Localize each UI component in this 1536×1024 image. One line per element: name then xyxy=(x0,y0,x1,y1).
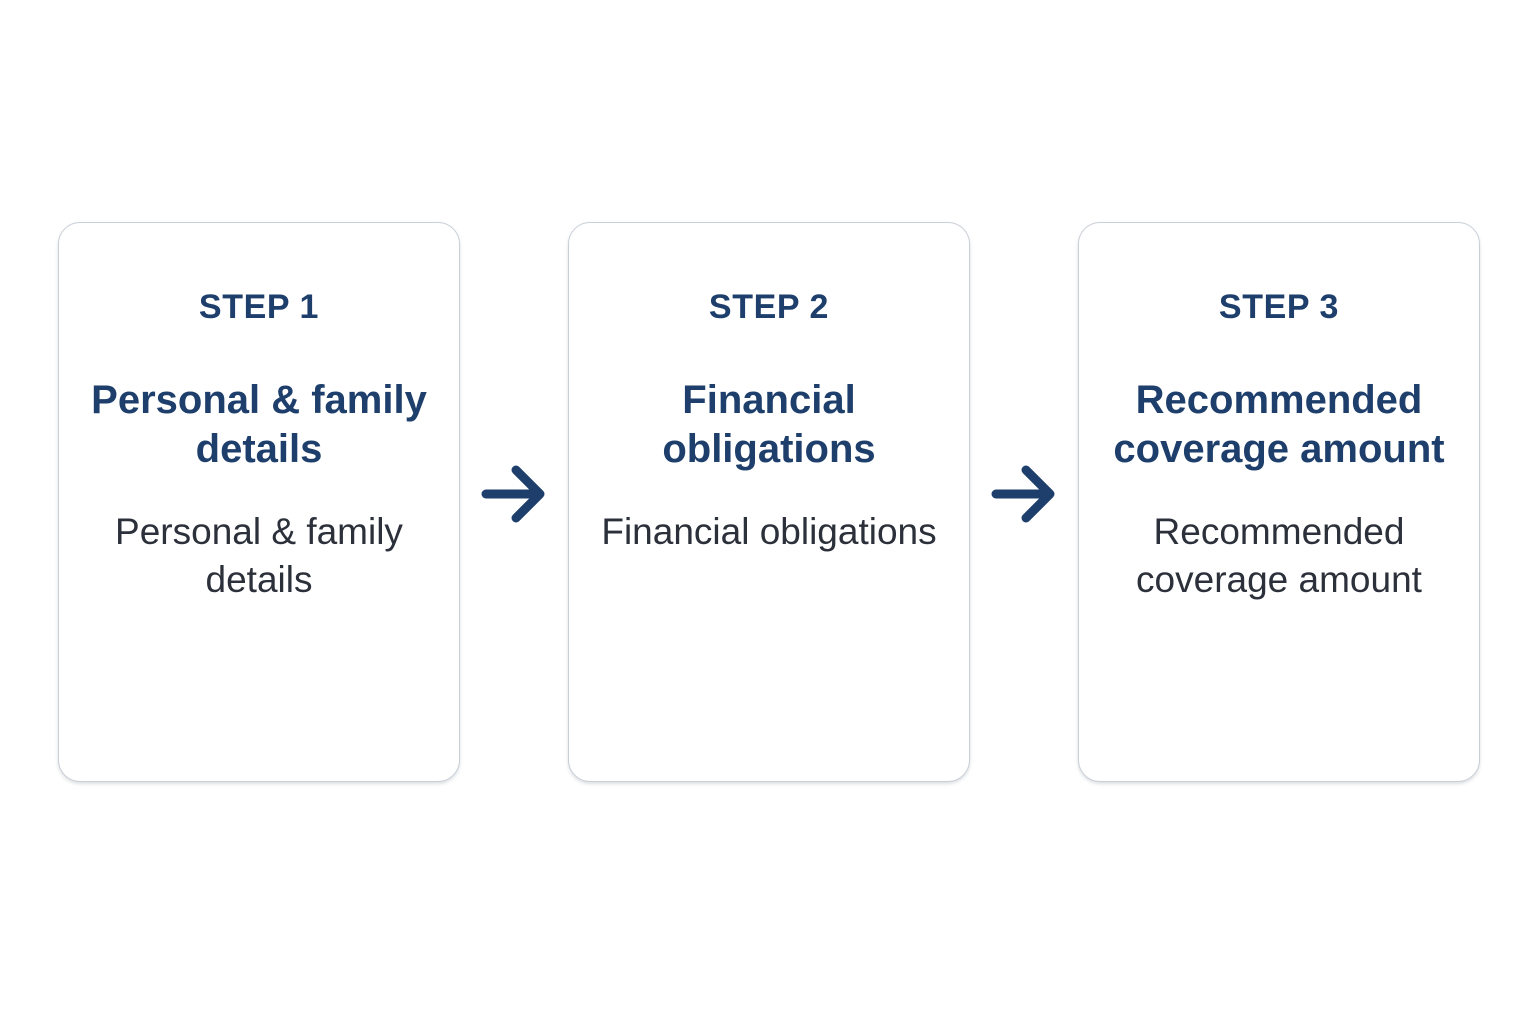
arrow-right-icon xyxy=(481,465,545,523)
step-card-3: STEP 3 Recommended coverage amount Recom… xyxy=(1078,222,1480,782)
connector-1 xyxy=(460,222,568,782)
arrow-right-icon xyxy=(991,465,1055,523)
connector-2 xyxy=(970,222,1078,782)
step-body-2: Financial obligations xyxy=(601,510,937,552)
process-flow-diagram: STEP 1 Personal & family details Persona… xyxy=(58,222,1480,782)
step-label-2: STEP 2 xyxy=(708,288,830,326)
step-card-1: STEP 1 Personal & family details Persona… xyxy=(58,222,460,782)
step-label-3: STEP 3 xyxy=(1218,288,1340,326)
step-label-1: STEP 1 xyxy=(198,288,320,326)
step-heading-1: Personal & family details xyxy=(91,378,427,472)
step-body-3: Recommended coverage amount xyxy=(1136,510,1422,601)
step-heading-3: Recommended coverage amount xyxy=(1113,378,1445,472)
step-card-2: STEP 2 Financial obligations Financial o… xyxy=(568,222,970,782)
step-body-1: Personal & family details xyxy=(115,510,403,601)
step-heading-2: Financial obligations xyxy=(662,378,876,472)
